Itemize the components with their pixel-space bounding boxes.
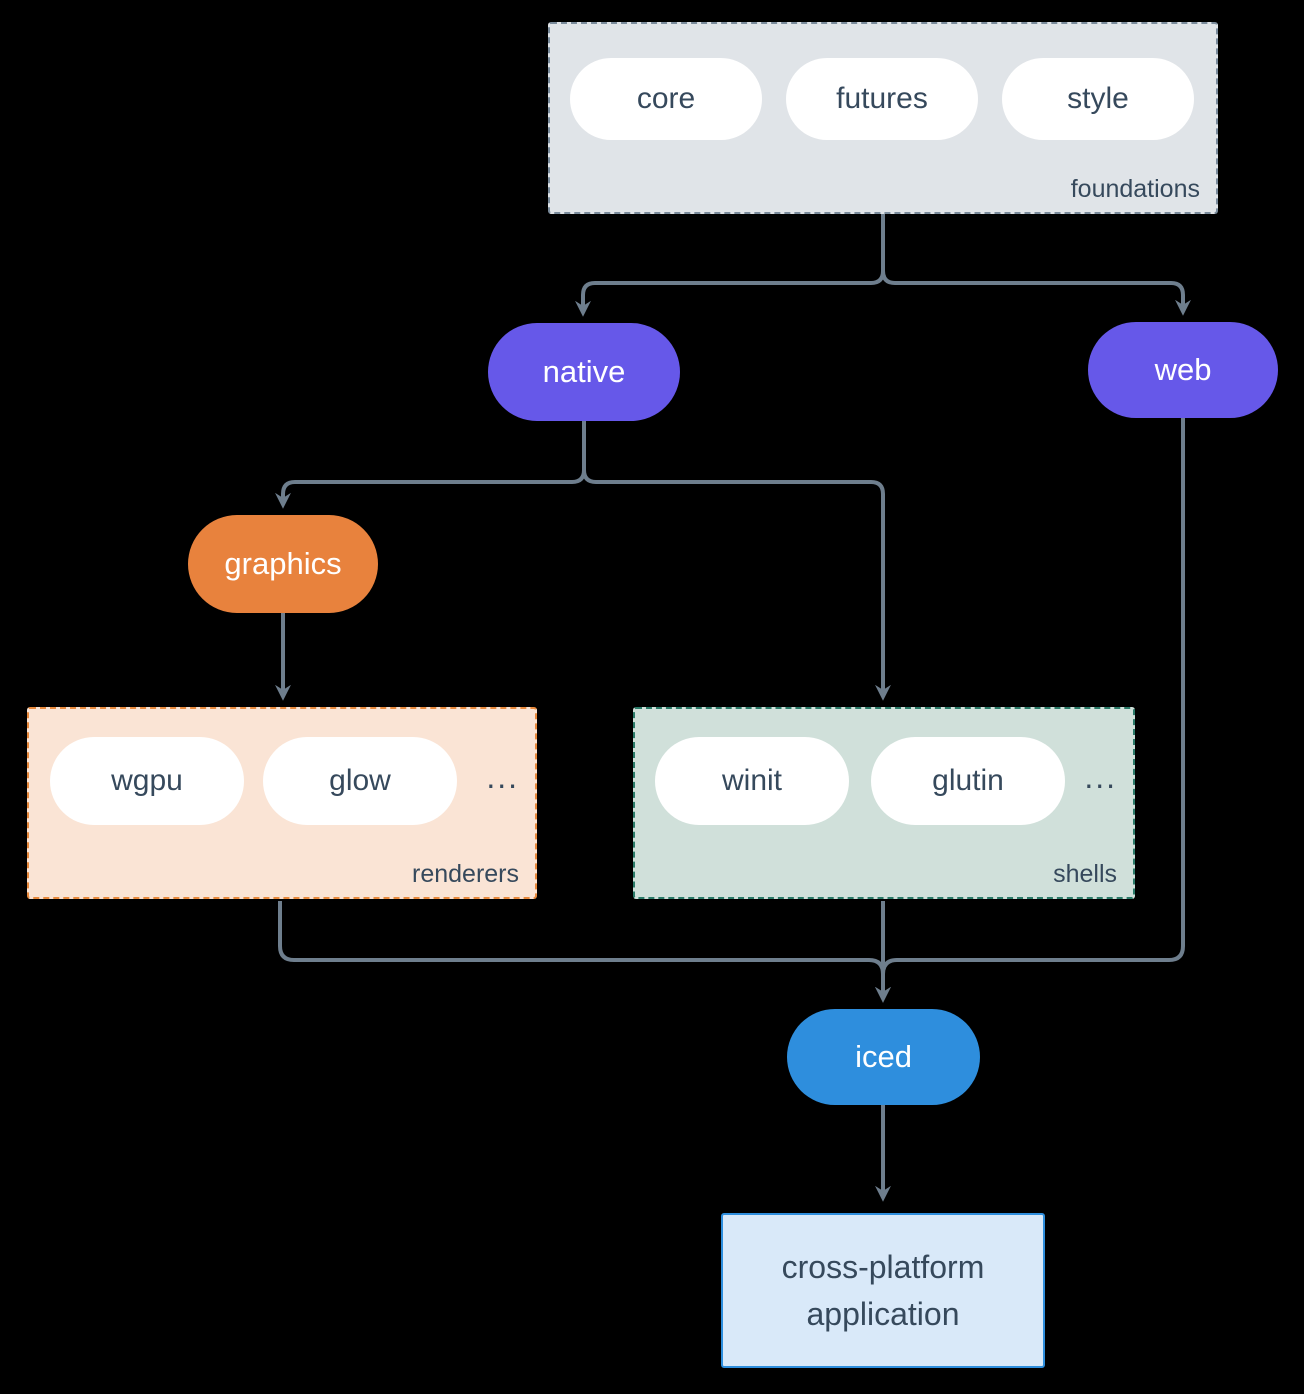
node-style: style [1002, 58, 1194, 140]
node-native: native [488, 323, 680, 421]
node-glow: glow [263, 737, 457, 825]
shells-group-label: shells [1053, 860, 1117, 888]
node-glutin: glutin [871, 737, 1065, 825]
node-native-label: native [542, 354, 626, 389]
node-cross-platform-application: cross-platform application [721, 1213, 1045, 1368]
node-wgpu: wgpu [50, 737, 244, 825]
node-graphics: graphics [188, 515, 378, 613]
edge-foundations-native [575, 214, 885, 317]
node-cross-platform-application-label: cross-platform application [781, 1249, 985, 1332]
edge-native-shells [582, 421, 891, 701]
renderers-group-label: renderers [412, 860, 519, 888]
foundations-group-label: foundations [1070, 175, 1200, 203]
node-style-label: style [1067, 82, 1129, 115]
edge-native-graphics [275, 421, 586, 509]
edge-web-iced [881, 418, 1185, 986]
node-web-label: web [1154, 352, 1212, 387]
shells-pill-row: winit glutin [655, 737, 1065, 825]
node-iced: iced [787, 1009, 980, 1105]
node-iced-label: iced [855, 1039, 912, 1074]
node-core-label: core [636, 82, 696, 115]
node-wgpu-label: wgpu [111, 764, 183, 797]
node-winit-label: winit [721, 764, 782, 797]
node-glutin-label: glutin [932, 764, 1004, 797]
node-core: core [570, 58, 762, 140]
node-web: web [1088, 322, 1278, 418]
renderers-group-box: wgpu glow ... renderers [27, 707, 537, 899]
renderers-pill-row: wgpu glow [50, 737, 457, 825]
node-futures-label: futures [836, 82, 928, 115]
shells-group-box: winit glutin ... shells [633, 707, 1135, 899]
node-glow-label: glow [329, 764, 391, 797]
node-winit: winit [655, 737, 849, 825]
foundations-pill-row: core futures style [570, 58, 1194, 140]
renderers-ellipsis: ... [486, 759, 519, 795]
edge-renderers-iced [278, 901, 891, 1003]
edge-foundations-web [881, 214, 1191, 316]
shells-ellipsis: ... [1084, 759, 1117, 795]
foundations-group-box: core futures style foundations [548, 22, 1218, 214]
node-graphics-label: graphics [224, 546, 342, 581]
node-futures: futures [786, 58, 978, 140]
